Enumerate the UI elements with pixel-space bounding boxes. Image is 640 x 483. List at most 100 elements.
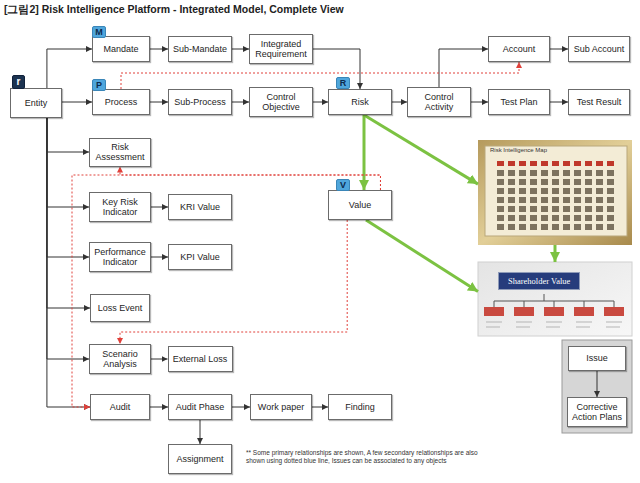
relation-arrow: [150, 49, 168, 50]
chart-detail-lines: [486, 322, 622, 327]
relation-arrow: [151, 359, 168, 360]
object-badge: M: [92, 26, 106, 38]
relation-arrow: [439, 49, 488, 87]
photo-wall: [478, 140, 632, 245]
object-badge: V: [336, 179, 350, 191]
relation-arrow: [597, 371, 598, 397]
box-label: Mandate: [103, 44, 138, 54]
box-label: KRI Value: [180, 202, 220, 212]
chart-box: [604, 307, 624, 316]
box-label: Risk: [351, 97, 369, 107]
relation-arrow: [150, 407, 168, 408]
relation-arrow: [62, 102, 92, 103]
relation-arrow: [313, 49, 360, 89]
photo-caption: Risk Intelligence Map: [490, 147, 547, 153]
relation-arrow: [47, 118, 89, 152]
box-label: Sub-Process: [174, 97, 226, 107]
box-label: External Loss: [173, 354, 228, 364]
box-label: Test Result: [577, 97, 622, 107]
badge-letter: R: [340, 79, 347, 88]
badge-letter: M: [95, 28, 103, 37]
map-board: [485, 146, 627, 236]
object-box: Assignment: [168, 444, 232, 474]
relation-arrow: [392, 102, 407, 103]
box-label: KPI Value: [180, 252, 219, 262]
object-box: Loss Event: [90, 294, 150, 322]
box-label: Sub Account: [574, 44, 625, 54]
object-box: ProcessP: [92, 89, 150, 115]
secondary-relation: [121, 62, 519, 89]
object-badge: R: [336, 77, 350, 89]
relation-arrow: [47, 118, 90, 308]
box-label: Control Objective: [253, 92, 309, 113]
box-label: Corrective Action Plans: [571, 402, 623, 423]
object-box: Key Risk Indicator: [89, 192, 151, 222]
badge-letter: V: [340, 181, 346, 190]
object-box: Finding: [328, 394, 392, 420]
chart-box: [514, 307, 534, 316]
box-label: Test Plan: [500, 97, 537, 107]
box-label: Performance Indicator: [93, 247, 147, 268]
entity-box: Entityr: [10, 88, 62, 118]
relation-arrow: [550, 102, 568, 103]
chart-box: [574, 307, 594, 316]
box-label: Integrated Requirement: [253, 39, 309, 60]
relation-arrow: [200, 420, 201, 444]
box-label: Value: [349, 200, 371, 210]
object-box: Control Objective: [249, 87, 313, 117]
relation-arrow: [151, 207, 168, 208]
object-box: External Loss: [168, 346, 233, 372]
connectors: [47, 49, 597, 444]
map-header-row: [497, 161, 618, 166]
relation-arrow: [312, 407, 328, 408]
photo-panel: Shareholder Value: [478, 262, 632, 336]
relation-arrow: [47, 118, 89, 359]
object-box: ValueV: [328, 190, 392, 220]
value-arrow: [366, 220, 478, 292]
risk-map-photo: [478, 140, 632, 245]
secondary-relation: [120, 220, 347, 344]
chart-box: [544, 307, 564, 316]
relation-arrow: [232, 102, 249, 103]
box-label: Scenario Analysis: [93, 349, 147, 370]
object-box: Test Plan: [488, 89, 550, 115]
object-box: Sub-Mandate: [168, 36, 232, 62]
box-label: Audit: [110, 402, 131, 412]
value-arrow: [363, 115, 366, 190]
relation-arrow: [232, 407, 250, 408]
object-box: Test Result: [568, 89, 630, 115]
box-label: Assignment: [176, 454, 223, 464]
relation-arrow: [550, 49, 568, 50]
map-card-grid: [497, 170, 618, 230]
box-label: Risk Assessment: [93, 142, 147, 163]
object-badge: r: [12, 75, 25, 89]
relation-arrow: [150, 102, 168, 103]
org-tree-lines: [494, 294, 614, 307]
box-label: Work paper: [258, 402, 304, 412]
figure-title: [그림2] Risk Intelligence Platform - Integ…: [4, 3, 344, 17]
box-label: Control Activity: [411, 92, 467, 113]
relation-arrow: [232, 49, 249, 50]
box-label: Sub-Mandate: [173, 44, 227, 54]
box-label: Account: [503, 44, 536, 54]
relation-arrow: [47, 49, 92, 88]
box-label: Audit Phase: [176, 402, 225, 412]
relation-arrow: [47, 118, 89, 207]
relation-arrow: [47, 118, 89, 257]
object-box: Integrated Requirement: [249, 34, 313, 64]
object-box: Audit: [90, 394, 150, 420]
footnote: ** Some primary relationships are shown,…: [246, 449, 490, 465]
relation-arrow: [47, 118, 90, 407]
box-label: Key Risk Indicator: [93, 197, 147, 218]
issue-panel: [562, 340, 632, 433]
object-box: Sub-Process: [168, 89, 232, 115]
box-label: Process: [105, 97, 138, 107]
object-box: Account: [488, 36, 550, 62]
object-box: Audit Phase: [168, 394, 232, 420]
object-badge: P: [92, 79, 106, 91]
object-box: Work paper: [250, 394, 312, 420]
value-arrow: [364, 115, 478, 184]
box-label: Issue: [586, 353, 608, 363]
box-label: Loss Event: [98, 303, 143, 313]
